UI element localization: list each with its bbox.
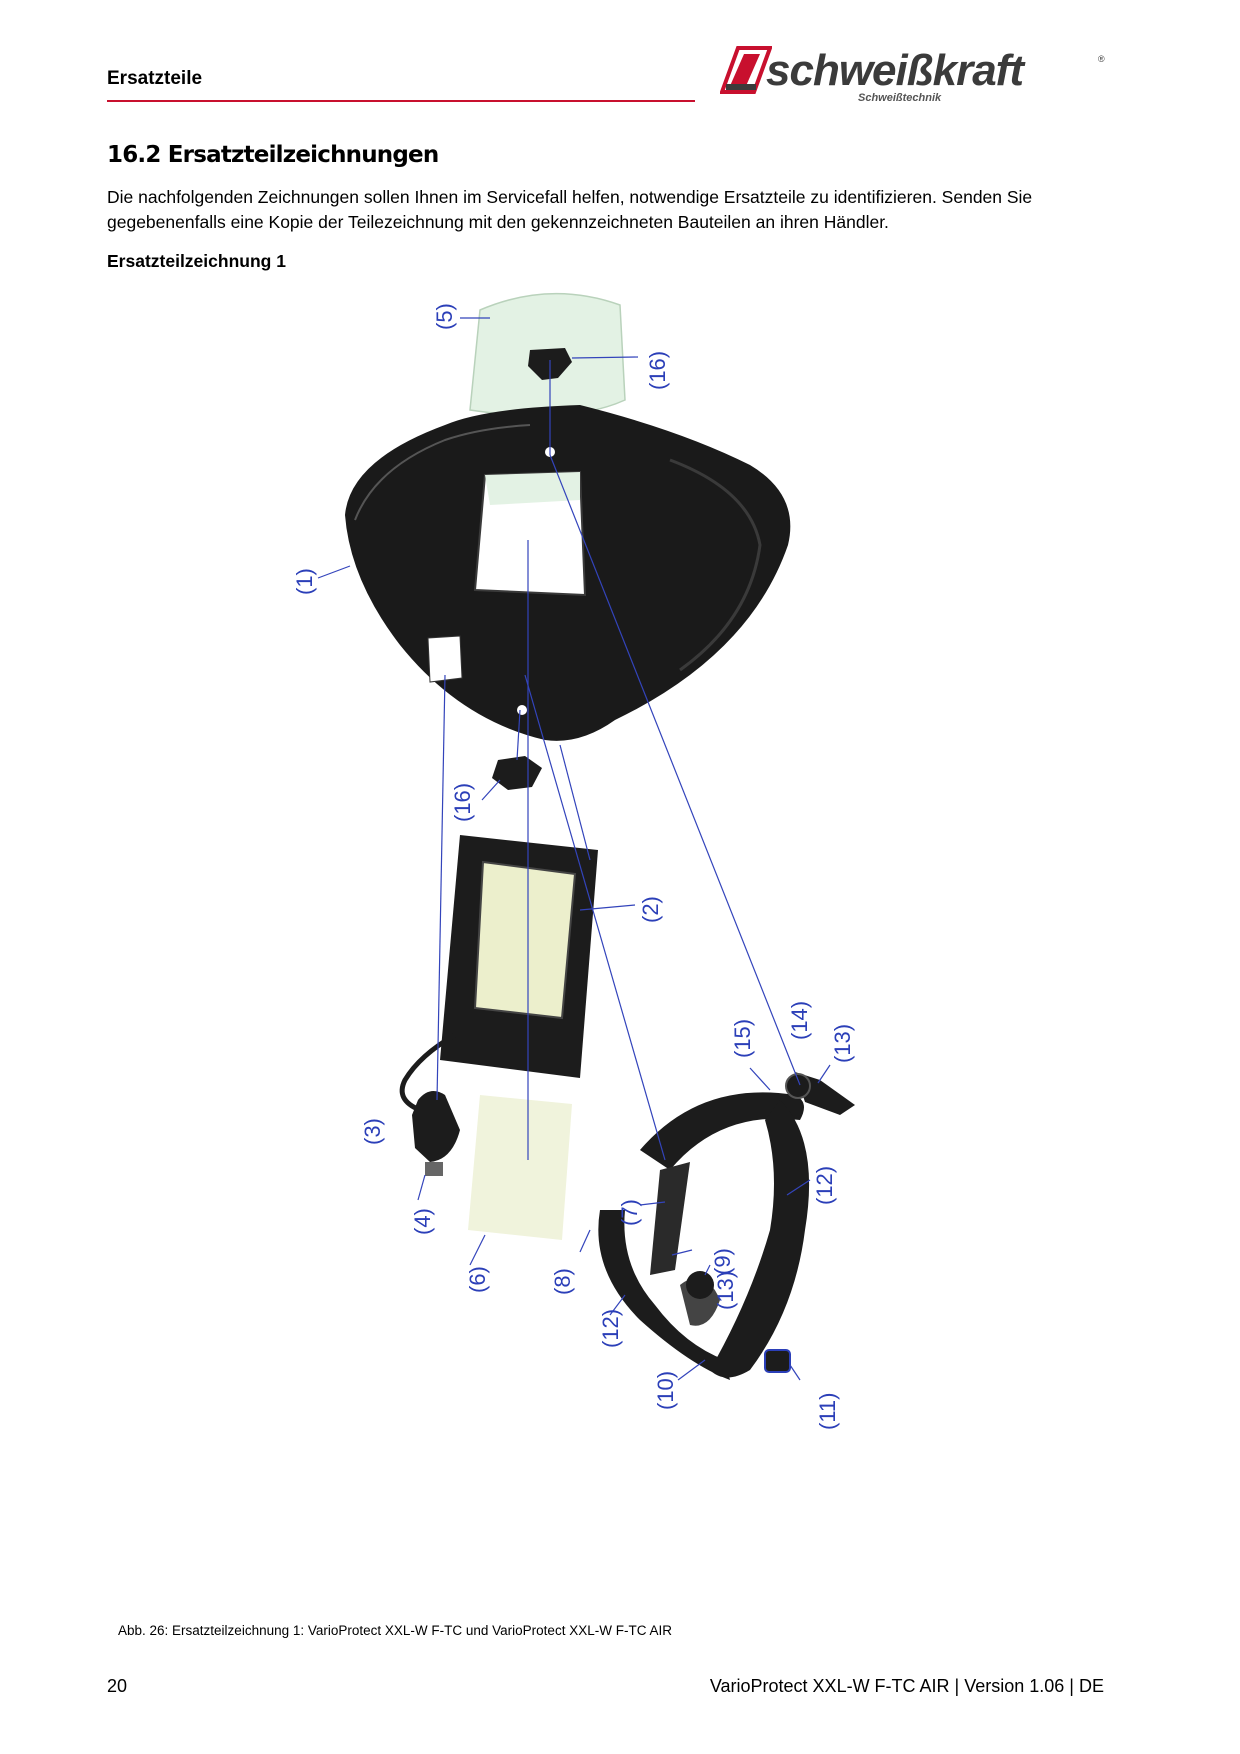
leader-13-top: [817, 1064, 831, 1084]
part-label: (3): [360, 1118, 385, 1145]
logo-registered-mark: ®: [1098, 54, 1105, 64]
part-label: (10): [653, 1371, 678, 1410]
part-label: (7): [617, 1199, 642, 1226]
side-knob: [686, 1271, 714, 1299]
leader-15: [749, 1067, 771, 1091]
part-label: (13): [830, 1024, 855, 1063]
leader-16-mid: [481, 779, 501, 801]
part-label: (2): [638, 896, 663, 923]
shell-bottom-hole: [517, 705, 527, 715]
part-label: (12): [812, 1166, 837, 1205]
leader-13-side: [704, 1264, 711, 1276]
part-label: (1): [292, 568, 317, 595]
battery-unit: [412, 1091, 460, 1162]
leader-16-top: [571, 356, 639, 359]
leader-11: [789, 1364, 801, 1381]
page-number: 20: [107, 1676, 128, 1696]
headgear-center-pad: [650, 1162, 690, 1275]
part-label: (11): [815, 1393, 840, 1431]
leader-8: [579, 1229, 591, 1253]
middle-knob: [492, 756, 542, 790]
part-label: (14): [787, 1001, 812, 1040]
headgear-top-strap: [640, 1092, 804, 1170]
battery-connector: [425, 1162, 443, 1176]
headgear-back-strap: [710, 1100, 810, 1378]
top-adjust-knob: [785, 1073, 811, 1099]
leader-6: [469, 1234, 486, 1266]
shell-window-tint: [485, 472, 580, 505]
leader-1: [317, 565, 351, 579]
leader-14: [549, 454, 801, 1086]
part-label: (13): [713, 1271, 738, 1310]
logo-subtitle: Schweißtechnik: [858, 92, 942, 104]
leader-12-left: [609, 1294, 626, 1316]
battery-cable: [399, 1032, 457, 1113]
leader-12-right: [786, 1179, 811, 1196]
leader-4: [417, 1174, 426, 1201]
logo-wordmark: schweißkraft: [766, 46, 1024, 95]
leader-7: [524, 674, 666, 1161]
document-identifier: VarioProtect XXL-W F-TC AIR | Version 1.…: [709, 1676, 1104, 1696]
rear-knob: [764, 1349, 791, 1373]
part-label: (12): [598, 1309, 623, 1348]
part-label: (8): [550, 1268, 575, 1295]
part-label: (4): [410, 1208, 435, 1235]
section-heading: 16.2 Ersatzteilzeichnungen: [107, 142, 439, 168]
part-label: (16): [645, 351, 670, 390]
shell-inner-edge: [354, 424, 531, 521]
drawing-subheading: Ersatzteilzeichnung 1: [107, 251, 286, 271]
cassette-filter: [473, 860, 577, 1020]
part-label: (6): [465, 1266, 490, 1293]
leader-shell-knob: [516, 709, 521, 761]
part-label: (16): [450, 783, 475, 822]
figure-caption: Abb. 26: Ersatzteilzeichnung 1: VarioPro…: [118, 1623, 672, 1638]
inner-lens: [468, 1095, 572, 1240]
spare-parts-drawing: (5) (16) (1) (16) (2) (15) (14) (13) (3)…: [280, 290, 1000, 1620]
header-rule: [107, 100, 695, 102]
header-title: Ersatzteile: [107, 68, 203, 89]
part-label: (9): [710, 1248, 735, 1275]
leader-16-frame: [559, 744, 591, 861]
intro-paragraph: Die nachfolgenden Zeichnungen sollen Ihn…: [107, 187, 1033, 232]
part-label: (15): [730, 1019, 755, 1058]
part-label: (5): [432, 303, 457, 330]
brand-logo: schweißkraft ® Schweißtechnik: [720, 42, 1120, 110]
leader-2: [579, 904, 636, 911]
logo-mark-icon: [720, 46, 772, 94]
shell-highlight: [669, 458, 762, 672]
leader-3: [436, 674, 446, 1101]
leader-10: [677, 1359, 706, 1381]
leader-9: [671, 1249, 693, 1256]
leader-7-strap: [639, 1201, 666, 1206]
shell-side-opening: [427, 635, 463, 683]
